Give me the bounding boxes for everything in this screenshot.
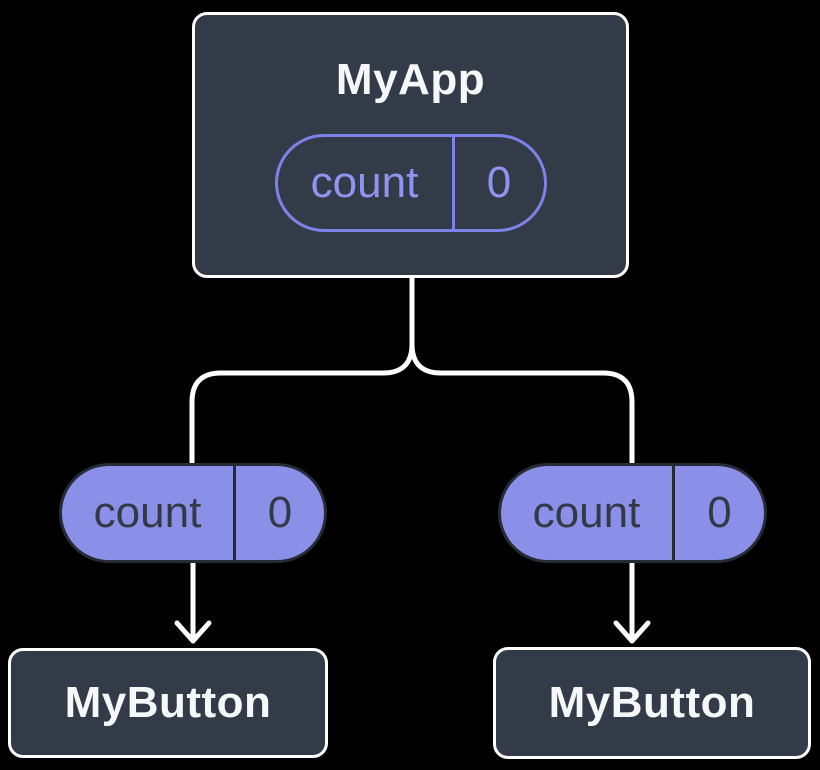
node-myapp: MyApp count 0 — [192, 12, 629, 278]
state-key-label: count — [310, 158, 419, 207]
prop-key-label: count — [532, 488, 641, 537]
connector-right-branch — [409, 341, 635, 468]
state-value: 0 — [455, 137, 544, 229]
prop-value-label: 0 — [707, 488, 732, 537]
state-key: count — [278, 137, 455, 229]
prop-pill-right: count 0 — [498, 463, 767, 563]
prop-value-label: 0 — [267, 488, 293, 537]
arrow-left — [174, 558, 212, 644]
connector-left-branch — [189, 341, 415, 468]
node-mybutton-left-label: MyButton — [64, 677, 272, 727]
state-value-label: 0 — [486, 158, 512, 207]
state-pill-root: count 0 — [274, 134, 547, 232]
node-mybutton-right-label: MyButton — [548, 677, 756, 727]
prop-value: 0 — [675, 466, 764, 560]
prop-pill-left: count 0 — [59, 463, 327, 563]
prop-key: count — [501, 466, 675, 560]
prop-key-label: count — [93, 488, 202, 537]
prop-key: count — [62, 466, 236, 560]
arrow-right — [613, 558, 651, 644]
node-myapp-label: MyApp — [335, 55, 486, 104]
prop-value: 0 — [236, 466, 324, 560]
node-mybutton-right: MyButton — [493, 647, 811, 759]
node-mybutton-left: MyButton — [8, 648, 328, 758]
